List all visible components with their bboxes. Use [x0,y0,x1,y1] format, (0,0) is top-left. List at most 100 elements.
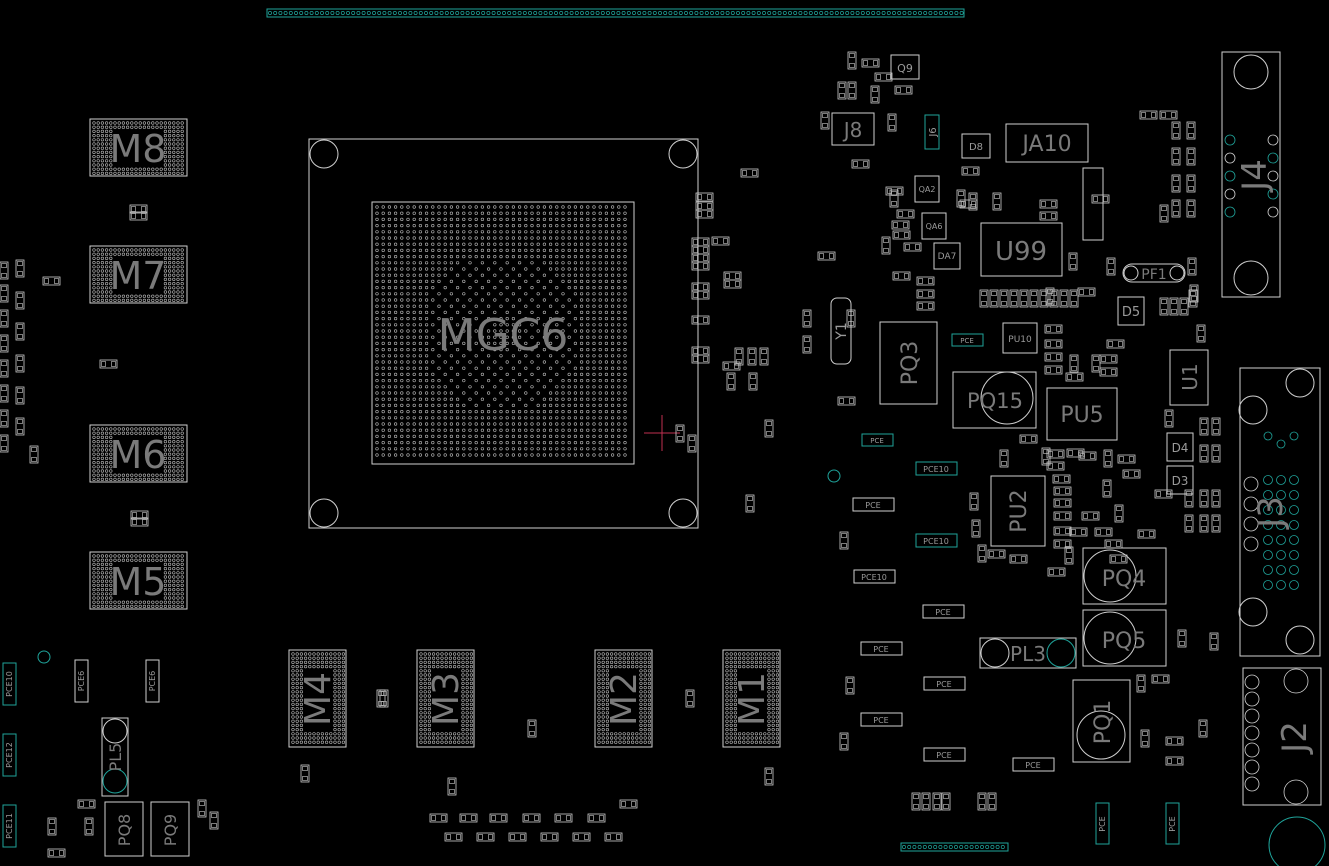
pce10-left-label: PCE10 [5,671,14,697]
capacitor-pce10-b: PCE10 [915,461,958,476]
j3-label: J3 [1251,496,1291,530]
capacitor-pce10-d: PCE10 [853,569,896,584]
pf1-fuse: PF1 [1122,263,1186,283]
mosfet-pq15: PQ15 [952,371,1037,429]
connector-j2: J2 [1242,667,1322,806]
pce6-label: PCE6 [77,671,86,692]
capacitor-pce10-left: PCE10 [2,662,17,706]
capacitor-pce-j: PCE [1012,757,1055,772]
d8-diode: D8 [961,133,991,159]
capacitor-pce-a: PCE [852,497,895,512]
capacitor-pce-i: PCE [923,747,966,762]
q9-label: Q9 [897,62,913,75]
mosfet-pq4: PQ4 [1082,547,1167,605]
da7-diode: DA7 [933,242,961,270]
connector-j8: J8 [831,112,875,146]
capacitor-pce-n: PCE [1165,802,1180,845]
gpu-label: MGC6 [438,310,569,361]
d8-label: D8 [969,142,983,153]
connector-ja10: JA10 [1005,123,1089,163]
pf1-label: PF1 [1141,267,1166,283]
crosshair-marker [644,415,680,451]
via-teal-left [37,650,51,664]
pce-e-label: PCE [935,608,950,617]
u99-label: U99 [995,237,1047,267]
pce10-b-label: PCE10 [923,465,949,474]
connector-j3: J3 [1238,367,1321,657]
pl3-label: PL3 [1010,642,1046,666]
pq4-label: PQ4 [1102,567,1147,592]
connector-j6: J6 [924,114,940,150]
mosfet-pq1: PQ1 [1072,679,1131,763]
da7-label: DA7 [938,252,957,262]
pce-m-label: PCE [1098,816,1107,831]
pce-f-label: PCE [873,645,888,654]
capacitor-pce-l: PCE [951,333,984,347]
ja10-label: JA10 [1020,132,1071,157]
bottom-edge-connector [900,842,1009,852]
via-teal-right [827,469,841,483]
m3-label: M3 [426,672,467,726]
pce-k-label: PCE [870,437,884,445]
passive-components [0,51,1221,858]
m8-label: M8 [110,127,167,171]
inductor-pl3: PL3 [979,637,1077,669]
q9-transistor: Q9 [890,54,920,80]
inductor-pl5: PL5 [101,717,129,797]
pq15-label: PQ15 [967,389,1023,413]
d4-label: D4 [1172,441,1189,455]
mosfet-pq5: PQ5 [1082,609,1167,667]
pce-i-label: PCE [936,751,951,760]
pce6b-label: PCE6 [148,671,157,692]
d5-label: D5 [1122,305,1140,320]
pce-l-label: PCE [960,337,974,345]
chip-pu2: PU2 [990,475,1046,547]
top-edge-connector [266,8,965,18]
capacitor-pce-g: PCE [923,676,966,691]
pce-g-label: PCE [936,680,951,689]
m4-label: M4 [298,672,339,726]
mounting-hole-teal [1268,816,1326,866]
capacitor-pce11: PCE11 [2,804,17,848]
mosfet-pq8: PQ8 [104,801,144,857]
capacitor-pce6b: PCE6 [145,659,160,703]
chip-u1: U1 [1169,349,1209,406]
m1-label: M1 [732,672,773,726]
pq5-label: PQ5 [1102,629,1147,654]
d3-label: D3 [1172,474,1189,488]
pce-n-label: PCE [1168,816,1177,831]
capacitor-pce-f: PCE [860,641,903,656]
capacitor-pce12: PCE12 [2,733,17,777]
capacitor-pce-e: PCE [922,604,965,619]
memory-chip-m5: M5 [89,551,188,610]
pu5-label: PU5 [1060,403,1103,428]
memory-chip-m3: M3 [416,649,475,748]
mosfet-pq9: PQ9 [150,801,190,857]
pce12-label: PCE12 [5,742,14,768]
pq9-label: PQ9 [161,814,180,846]
pu2-label: PU2 [1007,489,1032,532]
pce-h-label: PCE [873,716,888,725]
mosfet-pq3: PQ3 [879,321,938,405]
pce11-label: PCE11 [5,813,14,839]
pce-j-label: PCE [1025,761,1040,770]
qa2-transistor: QA2 [914,175,940,203]
memory-chip-m2: M2 [594,649,653,748]
memory-chip-m1: M1 [722,649,781,748]
memory-chip-m4: M4 [288,649,347,748]
qa6-label: QA6 [926,222,943,231]
pu10-chip: PU10 [1002,322,1038,354]
capacitor-pce-m: PCE [1095,802,1110,845]
j2-label: J2 [1275,721,1315,755]
u1-label: U1 [1178,363,1202,390]
qa2-label: QA2 [919,185,936,194]
j6-label: J6 [928,127,939,137]
memory-chip-m7: M7 [89,245,188,304]
pq8-label: PQ8 [115,814,134,846]
pce10-c-label: PCE10 [923,537,949,546]
pq1-label: PQ1 [1091,700,1116,745]
j8-label: J8 [842,118,863,142]
gpu-package-mgc6: MGC6 [308,138,699,529]
m2-label: M2 [604,672,645,726]
pce-a-label: PCE [865,501,880,510]
